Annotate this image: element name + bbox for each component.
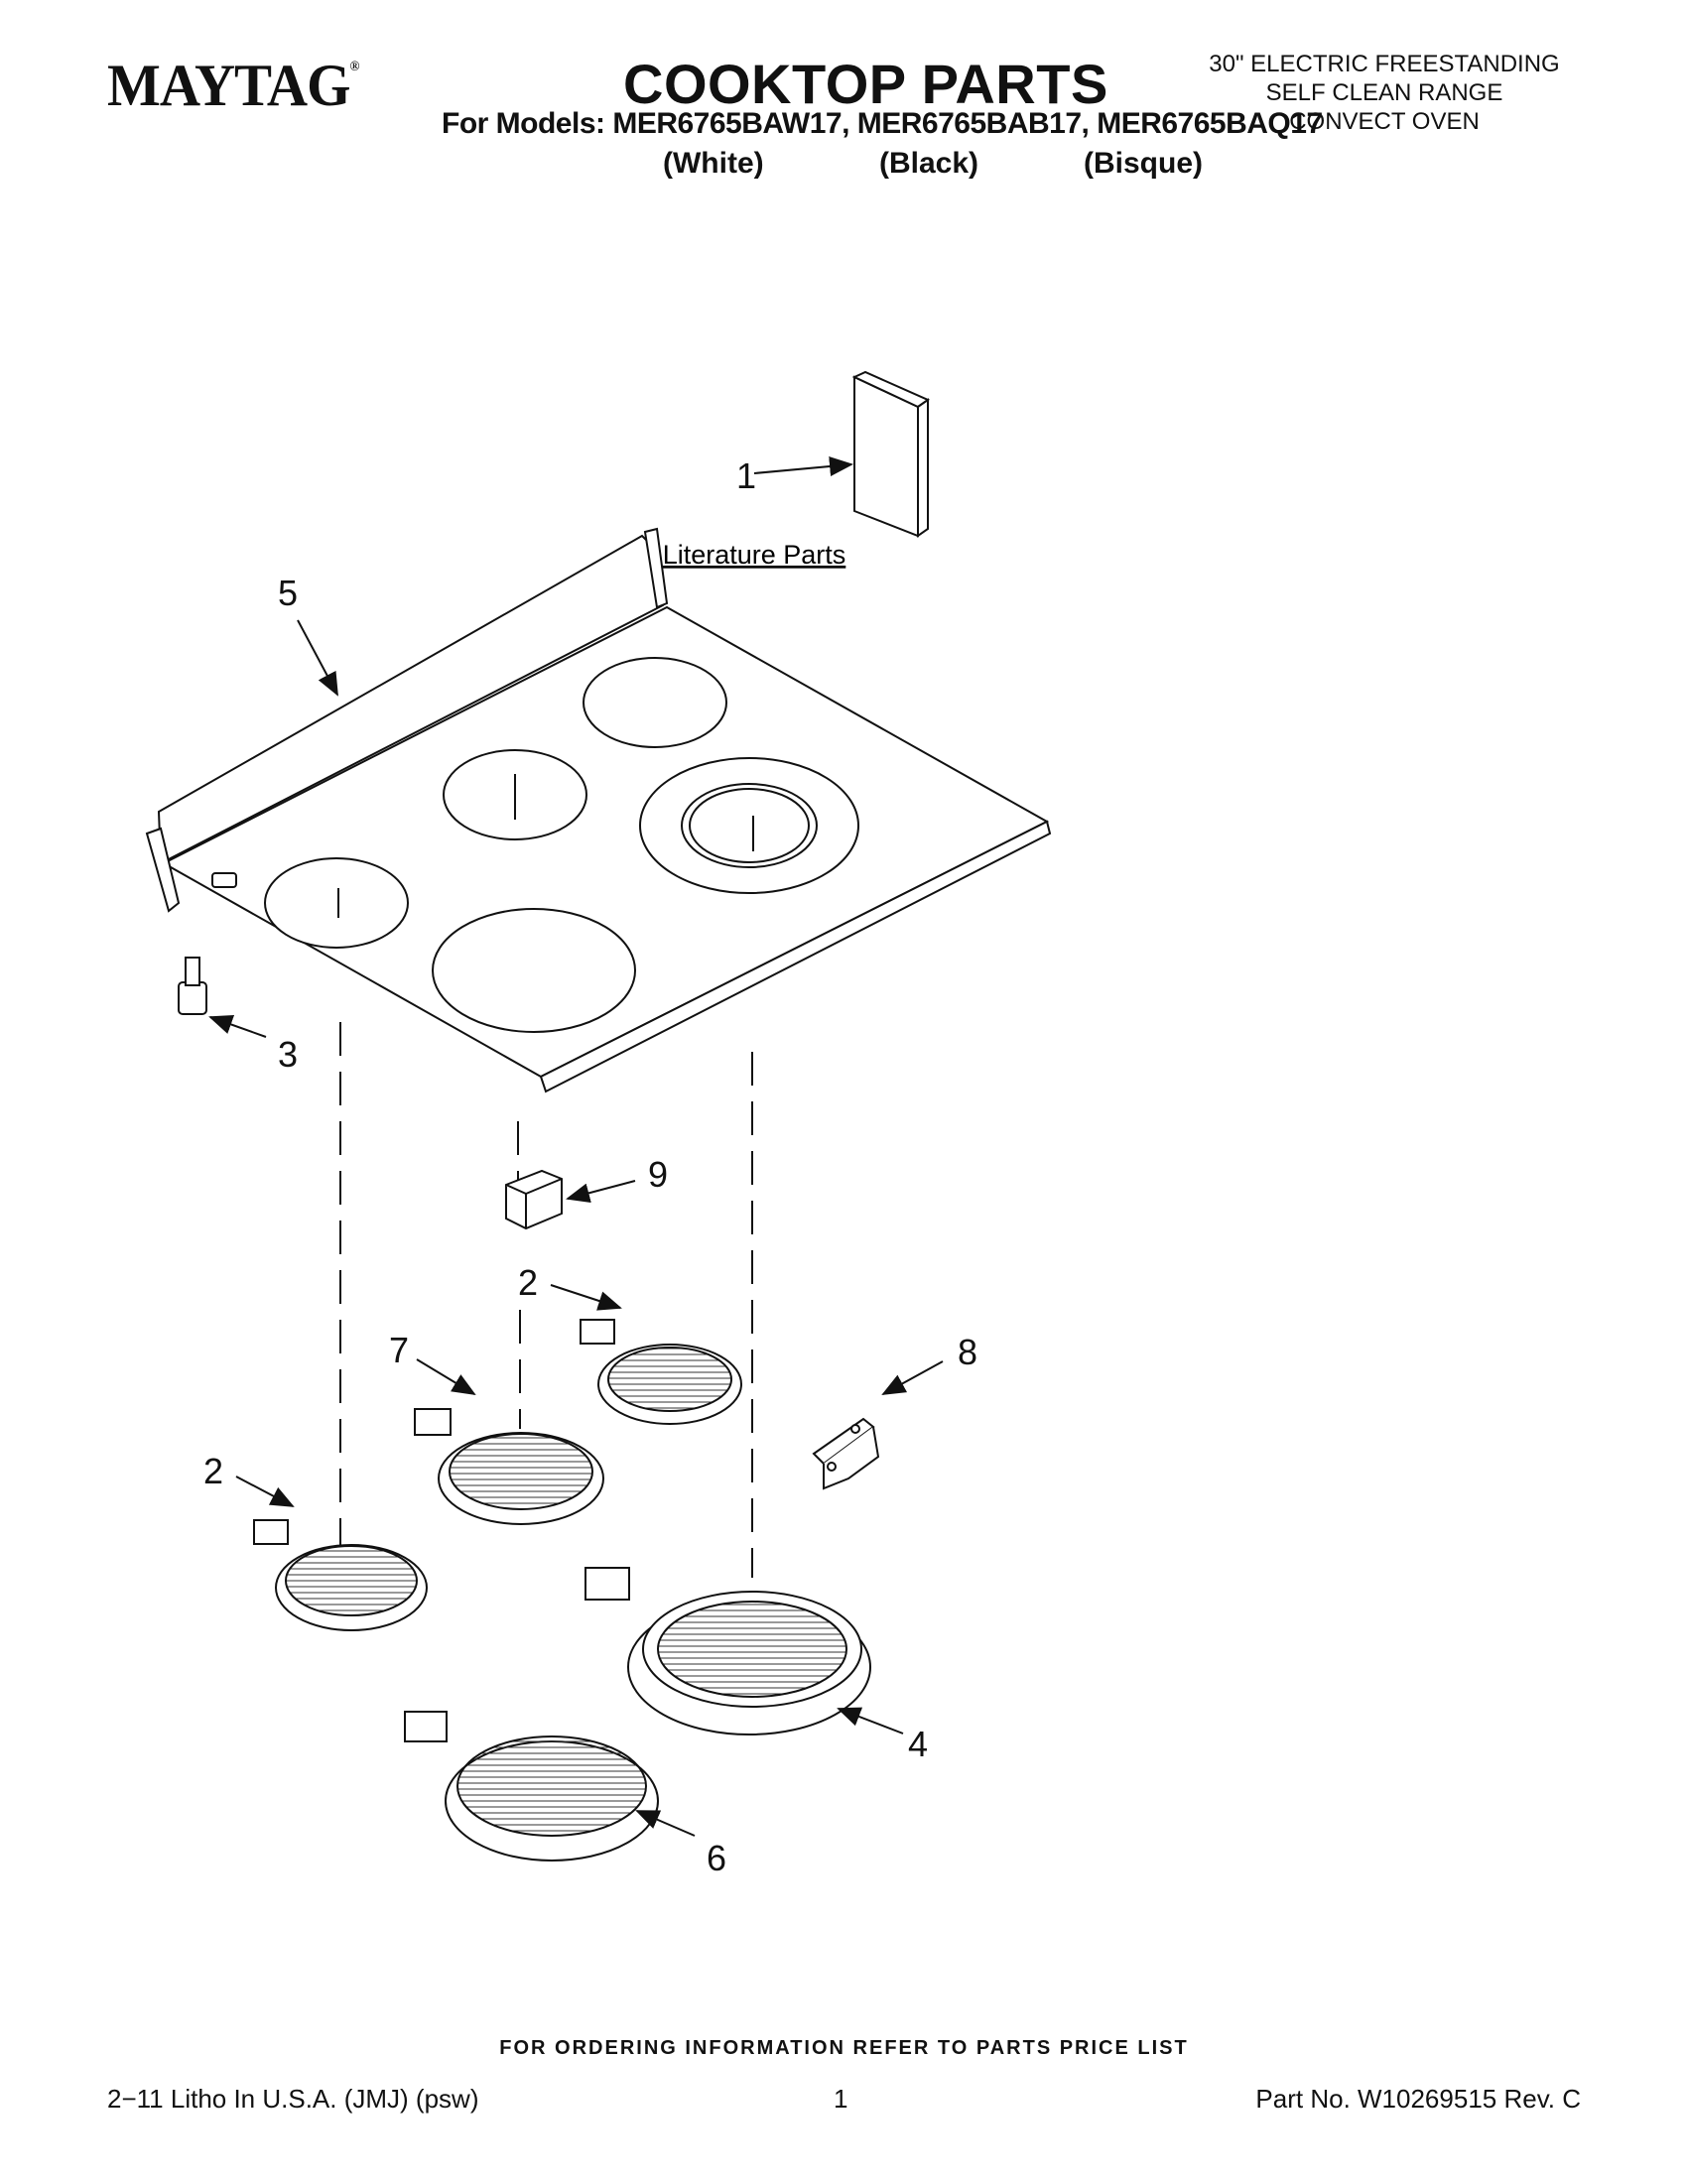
description-line: 30" ELECTRIC FREESTANDING [1209,51,1560,77]
burner-centerlines [337,774,754,918]
part-number: Part No. W10269515 Rev. C [1255,2084,1581,2114]
callout-2-lower: 2 [203,1451,223,1491]
color-white: (White) [663,147,764,180]
description-line: CONVECT OVEN [1289,108,1480,135]
callout-arrow [753,456,853,476]
models-line: For Models: MER6765BAW17, MER6765BAB17, … [442,107,1323,140]
callout-7: 7 [389,1330,409,1370]
literature-booklet [851,370,931,538]
part-9-block [505,1169,563,1230]
color-black: (Black) [879,147,979,180]
element-7 [414,1408,604,1525]
callout-numbers: 1 5 3 9 2 7 8 2 4 6 [203,455,977,1878]
page-title: COOKTOP PARTS [623,53,1108,115]
callout-5: 5 [278,573,298,613]
element-6 [404,1711,659,1862]
element-2-upper [580,1319,742,1425]
callout-3: 3 [278,1034,298,1075]
callout-1: 1 [736,455,756,496]
litho-info: 2−11 Litho In U.S.A. (JMJ) (psw) [107,2084,479,2114]
ordering-note: FOR ORDERING INFORMATION REFER TO PARTS … [499,2037,1189,2059]
color-bisque: (Bisque) [1084,147,1203,180]
callout-8: 8 [958,1332,977,1372]
brand-logo: MAYTAG® [107,53,359,118]
callout-6: 6 [707,1838,726,1878]
description-line: SELF CLEAN RANGE [1265,79,1503,106]
callout-9: 9 [648,1154,668,1195]
element-4 [584,1567,871,1735]
callout-4: 4 [908,1724,928,1764]
literature-parts-label: Literature Parts [663,540,846,570]
page-number: 1 [834,2084,848,2114]
part-8-bracket [812,1417,880,1490]
callout-2-upper: 2 [518,1262,538,1303]
alignment-lines [339,1022,753,1578]
product-description: 30" ELECTRIC FREESTANDING SELF CLEAN RAN… [1186,50,1583,136]
cooktop-assembly [145,527,1052,1093]
part-3-clip [178,957,207,1015]
element-2-lower [253,1519,428,1631]
callout-arrows [208,619,944,1837]
